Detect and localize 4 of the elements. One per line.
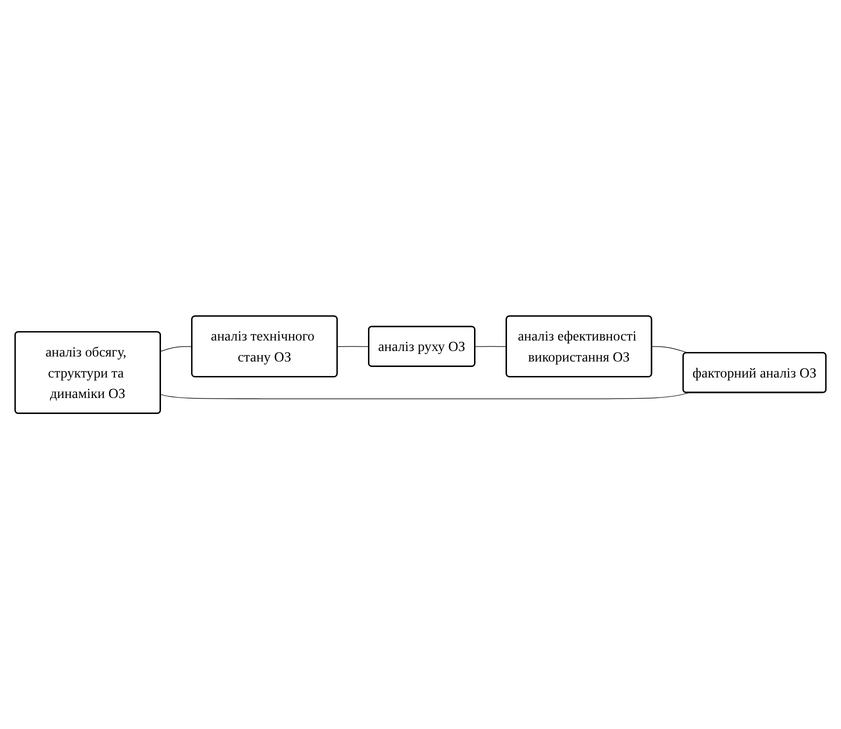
connector — [337, 346, 370, 347]
connector — [160, 392, 689, 399]
connector — [160, 346, 192, 352]
connector — [474, 346, 507, 347]
